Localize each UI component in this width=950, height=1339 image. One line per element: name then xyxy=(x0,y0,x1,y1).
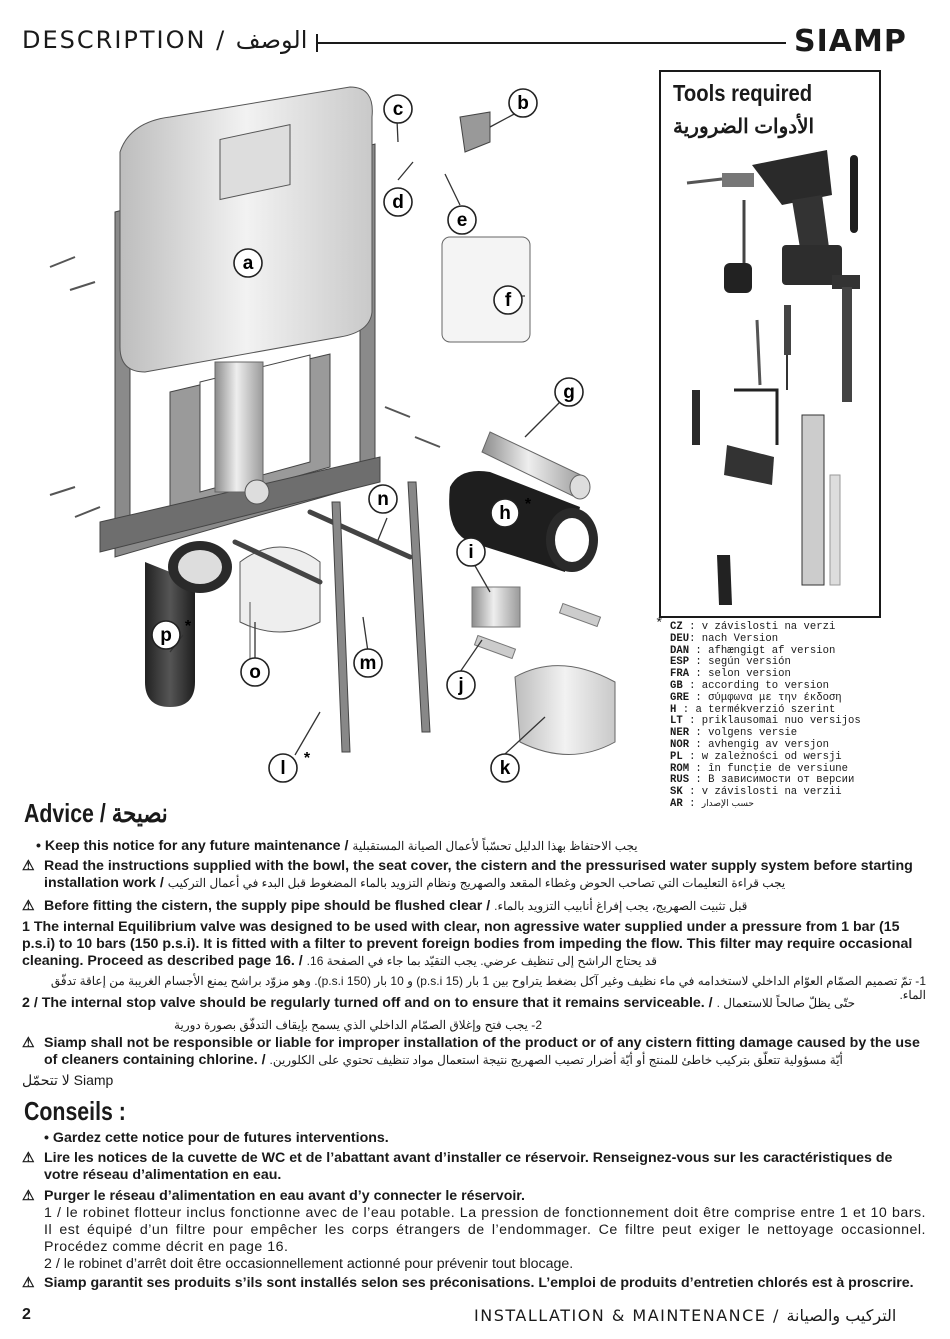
version-row: GB : according to version xyxy=(670,679,829,692)
tools-illustration xyxy=(686,150,860,605)
page-title: DESCRIPTION / الوصف xyxy=(22,26,308,54)
bullet-icon: • xyxy=(36,838,45,854)
tools-title-ar: الأدوات الضرورية xyxy=(673,116,815,138)
advice-item-3: ⚠Before fitting the cistern, the supply … xyxy=(22,898,748,914)
version-legend: * CZ : v závislosti na verzi DEU: nach V… xyxy=(655,616,861,811)
version-row: NER : volgens versie xyxy=(670,727,798,740)
warning-icon: ⚠ xyxy=(22,898,35,914)
advice-item-1: • Keep this notice for any future mainte… xyxy=(36,838,638,854)
bullet-icon: • xyxy=(44,1130,53,1146)
conseils-title: Conseils : xyxy=(24,1096,126,1126)
label-k: k xyxy=(500,758,511,779)
cistern-tank xyxy=(119,86,373,373)
callouts: c b d e a f g n h * i p * m o j l * k xyxy=(151,88,584,783)
warning-icon: ⚠ xyxy=(22,858,35,874)
advice-item-4: 1 The internal Equilibrium valve was des… xyxy=(22,919,913,969)
label-n: n xyxy=(377,489,389,510)
label-d: d xyxy=(392,192,404,213)
conseils-item-1: • Gardez cette notice pour de futures in… xyxy=(44,1130,389,1146)
label-o: o xyxy=(249,662,261,683)
conseils-item-3: ⚠Purger le réseau d’alimentation en eau … xyxy=(22,1188,525,1204)
header-rule xyxy=(318,42,786,44)
version-row: FRA : selon version xyxy=(670,668,791,681)
advice-item-2: ⚠Read the instructions supplied with the… xyxy=(22,858,913,891)
tools-box xyxy=(659,70,881,618)
label-e: e xyxy=(457,210,468,231)
advice-item-6-ar: Siamp لا تتحمّل xyxy=(22,1072,114,1088)
version-row: DAN : afhængigt af version xyxy=(670,644,836,657)
asterisk-p: * xyxy=(185,618,192,635)
advice-item-5: 2 / The internal stop valve should be re… xyxy=(22,995,856,1011)
label-b: b xyxy=(517,93,529,114)
label-m: m xyxy=(360,653,377,674)
version-row: H : a termékverzió szerint xyxy=(670,703,836,716)
warning-icon: ⚠ xyxy=(22,1275,35,1291)
version-row: CZ : v závislosti na verzi xyxy=(670,621,836,633)
version-row: LT : priklausomai nuo versijos xyxy=(670,715,861,728)
version-row: DEU: nach Version xyxy=(670,632,779,645)
exploded-parts-diagram: c b d e a f g n h * i p * m o j l * k xyxy=(49,86,616,783)
tools-title: Tools required xyxy=(673,80,813,106)
asterisk-l: * xyxy=(304,750,311,767)
asterisk-h: * xyxy=(525,496,532,513)
advice-item-6: ⚠Siamp shall not be responsible or liabl… xyxy=(22,1035,920,1068)
version-row: AR : حسب الإصدار xyxy=(670,797,754,810)
version-row: PL : w zależności od wersji xyxy=(670,750,842,763)
label-j: j xyxy=(457,675,463,696)
brand-logo: SIAMP xyxy=(794,24,907,59)
label-p: p xyxy=(160,625,172,646)
header-rule-tick xyxy=(316,34,318,52)
conseils-item-4: ⚠Siamp garantit ses produits s’ils sont … xyxy=(22,1275,914,1291)
page-number: 2 xyxy=(22,1306,31,1323)
drill-icon xyxy=(686,150,842,285)
label-f: f xyxy=(505,290,512,311)
version-row: NOR : avhengig av versjon xyxy=(670,738,829,751)
conseils-item-3-detail: 1 / le robinet flotteur inclus fonctionn… xyxy=(44,1205,926,1255)
warning-icon: ⚠ xyxy=(22,1035,35,1051)
label-i: i xyxy=(468,542,473,563)
label-h: h xyxy=(499,503,511,524)
label-a: a xyxy=(243,253,254,274)
label-c: c xyxy=(393,99,404,120)
label-l: l xyxy=(280,758,285,779)
version-row: ROM : în funcţie de versiune xyxy=(670,762,849,775)
advice-item-4-ar: 1- تمّ تصميم الصمّام العوّام الداخلي لاس… xyxy=(50,974,926,1002)
advice-item-5-ar: 2- يجب فتح وإغلاق الصمّام الداخلي الذي ي… xyxy=(174,1018,542,1032)
advice-title: Advice / نصيحة xyxy=(24,798,168,828)
version-row: ESP : según versión xyxy=(670,656,791,669)
version-row: GRE : σύμφωνα με την έκδοση xyxy=(670,691,842,704)
warning-icon: ⚠ xyxy=(22,1150,35,1166)
conseils-item-3-stop: 2 / le robinet d’arrêt doit être occasio… xyxy=(44,1256,574,1272)
footer-title: INSTALLATION & MAINTENANCE / التركيب وال… xyxy=(474,1306,897,1325)
conseils-item-2: ⚠Lire les notices de la cuvette de WC et… xyxy=(22,1150,893,1183)
label-g: g xyxy=(563,382,575,403)
version-row: SK : v závislosti na verzii xyxy=(670,786,842,799)
asterisk: * xyxy=(655,616,664,632)
version-row: RUS : В зависимости от версии xyxy=(670,774,855,787)
warning-icon: ⚠ xyxy=(22,1188,35,1204)
